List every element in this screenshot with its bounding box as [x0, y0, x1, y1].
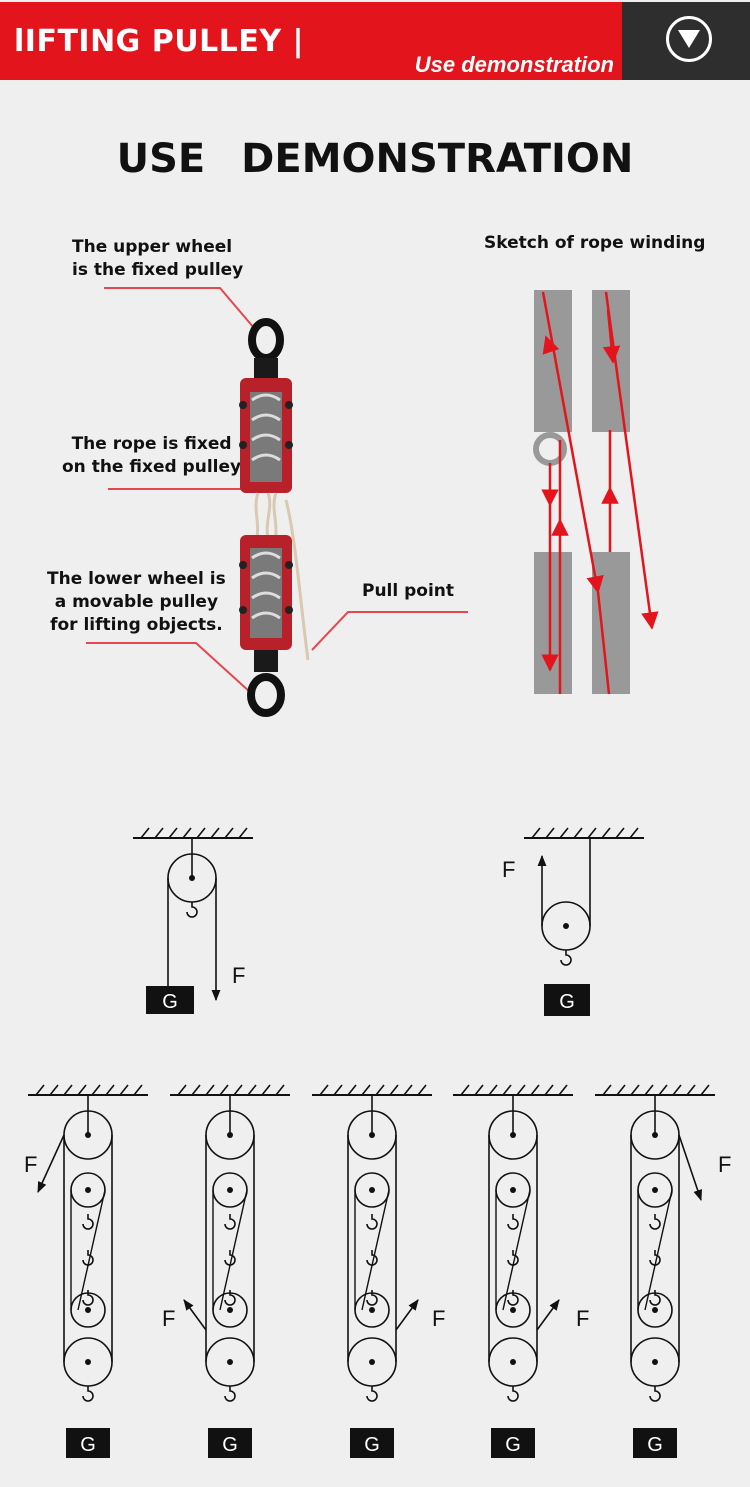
hook — [82, 1385, 94, 1402]
force-arrow — [678, 1134, 703, 1202]
pulley-axle — [369, 1359, 375, 1365]
force-label: F — [162, 1306, 175, 1331]
rope — [502, 1189, 531, 1311]
force-arrow — [37, 1134, 65, 1194]
weight-label: G — [559, 991, 575, 1013]
weight-label: G — [162, 991, 178, 1013]
header-banner: lIFTING PULLEY | Use demonstration — [0, 0, 750, 82]
weight-label: G — [222, 1434, 238, 1456]
hook — [224, 1289, 236, 1306]
hook — [224, 1385, 236, 1402]
hook — [224, 1213, 236, 1230]
chevron-down-circle-icon[interactable] — [666, 16, 712, 62]
force-label: F — [24, 1152, 37, 1177]
block-tackle-diagram: GF — [594, 1084, 731, 1458]
force-label: F — [502, 857, 515, 882]
pulley-axle — [652, 1187, 658, 1193]
force-label: F — [576, 1306, 589, 1331]
pulley-axle — [227, 1307, 233, 1313]
page-title: USE DEMONSTRATION — [116, 136, 634, 182]
pulley-axle — [652, 1132, 658, 1138]
pulley-axle — [85, 1307, 91, 1313]
hook — [649, 1385, 661, 1402]
banner-title: lIFTING PULLEY | — [14, 24, 304, 59]
force-label: F — [718, 1152, 731, 1177]
block-tackle-diagram: GF — [452, 1084, 589, 1458]
bottom-eye — [247, 673, 285, 717]
hook — [507, 1385, 519, 1402]
force-label: F — [232, 963, 245, 988]
weight-block — [146, 986, 194, 1014]
sketch-title: Sketch of rope winding — [484, 233, 706, 253]
block-tackle-diagram: GF — [24, 1084, 149, 1458]
banner-subtitle: Use demonstration — [414, 52, 614, 77]
weight-label: G — [505, 1434, 521, 1456]
hook — [366, 1385, 378, 1402]
hook — [649, 1289, 661, 1306]
rope — [361, 1189, 390, 1311]
pulley-axle — [652, 1307, 658, 1313]
rope — [644, 1189, 673, 1311]
fixed-pulley-diagram: G F — [132, 827, 254, 1014]
weight-label: G — [364, 1434, 380, 1456]
pulley-axle — [510, 1307, 516, 1313]
rope — [77, 1189, 106, 1311]
pulley-axle — [227, 1187, 233, 1193]
hook — [507, 1289, 519, 1306]
pulley-axle — [510, 1187, 516, 1193]
pulley-axle — [652, 1359, 658, 1365]
pulley-axle — [369, 1187, 375, 1193]
pulley-axle — [510, 1132, 516, 1138]
weight-block — [208, 1428, 252, 1458]
pulley-axle — [85, 1359, 91, 1365]
weight-block — [491, 1428, 535, 1458]
pulley-axle — [85, 1187, 91, 1193]
pulley-axle — [510, 1359, 516, 1365]
pulley-axle — [85, 1132, 91, 1138]
hook — [649, 1213, 661, 1230]
pulley-axle — [227, 1359, 233, 1365]
force-arrow — [183, 1299, 207, 1331]
hook — [366, 1213, 378, 1230]
block-tackle-diagram: GF — [162, 1084, 291, 1458]
hook — [507, 1213, 519, 1230]
force-label: F — [432, 1306, 445, 1331]
weight-block — [544, 984, 590, 1016]
leader-pull — [311, 611, 468, 651]
force-arrow — [536, 1299, 560, 1331]
leader-upper — [104, 287, 255, 329]
pulley-block-illustration — [86, 287, 659, 717]
label-pull-point: Pull point — [362, 581, 455, 601]
weight-label: G — [647, 1434, 663, 1456]
weight-block — [350, 1428, 394, 1458]
pull-rope — [284, 499, 310, 661]
pulley-axle — [369, 1132, 375, 1138]
pulley-axle — [227, 1132, 233, 1138]
weight-block — [633, 1428, 677, 1458]
leader-lower — [86, 642, 251, 693]
hook — [82, 1289, 94, 1306]
banner-red-panel — [0, 2, 622, 80]
block-tackle-diagram: GF — [311, 1084, 445, 1458]
force-arrow — [395, 1299, 419, 1331]
movable-pulley-diagram: G F — [502, 827, 645, 1016]
rope-winding-sketch — [533, 290, 659, 695]
weight-label: G — [80, 1434, 96, 1456]
rope — [219, 1189, 248, 1311]
pulley-axle — [369, 1307, 375, 1313]
hook — [82, 1213, 94, 1230]
hook — [366, 1289, 378, 1306]
weight-block — [66, 1428, 110, 1458]
